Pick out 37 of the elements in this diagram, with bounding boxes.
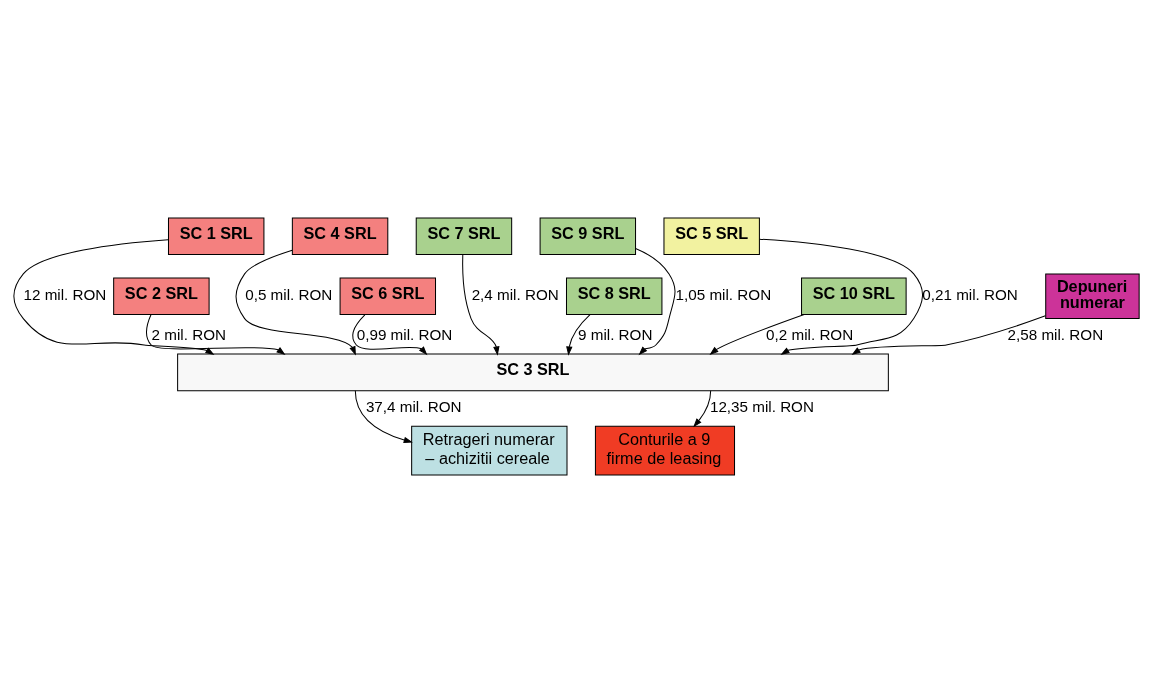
edge-label: 37,4 mil. RON bbox=[365, 397, 461, 415]
edge-label: 12,35 mil. RON bbox=[709, 397, 814, 415]
edge-label: 0,2 mil. RON bbox=[765, 325, 853, 343]
node-box: SC 8 SRL bbox=[565, 276, 662, 315]
arrow bbox=[12, 238, 214, 355]
arrow bbox=[565, 313, 591, 356]
node-box: SC 1 SRL bbox=[167, 217, 264, 255]
edge-label: 0,21 mil. RON bbox=[921, 285, 1018, 303]
arrow bbox=[351, 313, 427, 355]
edge-label: 0,99 mil. RON bbox=[356, 325, 452, 343]
arrow bbox=[461, 253, 499, 356]
node-box: Conturile a 9 firme de leasing bbox=[594, 425, 735, 475]
edge-label: 1,05 mil. RON bbox=[675, 285, 771, 303]
node-box: SC 7 SRL bbox=[415, 217, 512, 255]
edge-label: 2,58 mil. RON bbox=[1007, 325, 1103, 343]
edge-label: 9 mil. RON bbox=[577, 325, 652, 343]
arrow bbox=[758, 238, 923, 355]
arrow bbox=[692, 389, 711, 427]
node-box: Depuneri numerar bbox=[1044, 272, 1140, 319]
arrow bbox=[708, 313, 805, 355]
node-box: SC 4 SRL bbox=[291, 217, 388, 255]
arrow bbox=[235, 249, 356, 356]
arrow bbox=[145, 313, 285, 355]
edge-label: 12 mil. RON bbox=[22, 285, 106, 303]
arrow bbox=[634, 247, 675, 355]
node-box: SC 9 SRL bbox=[539, 217, 636, 255]
node-box: Retrageri numerar – achizitii cereale bbox=[410, 425, 567, 475]
edge-label: 2 mil. RON bbox=[151, 325, 226, 343]
node-box: SC 6 SRL bbox=[339, 276, 436, 315]
node-box: SC 2 SRL bbox=[112, 276, 210, 315]
arrow bbox=[354, 389, 413, 443]
node-box: SC 10 SRL bbox=[800, 276, 907, 315]
arrow bbox=[851, 314, 1046, 355]
edge-label: 0,5 mil. RON bbox=[244, 285, 332, 303]
node-box: SC 5 SRL bbox=[662, 217, 760, 255]
node-box: SC 3 SRL bbox=[176, 353, 889, 391]
edge-label: 2,4 mil. RON bbox=[471, 285, 559, 303]
